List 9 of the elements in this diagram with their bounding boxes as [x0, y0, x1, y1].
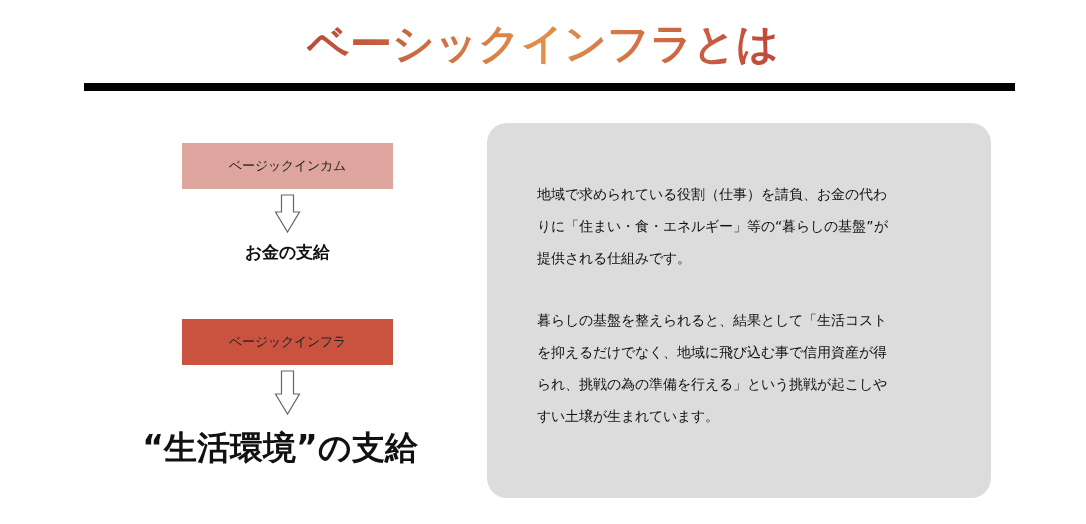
- block-arrow: [274, 194, 301, 234]
- label-box: ベージックインカム: [182, 143, 393, 189]
- result-text: “生活環境”の支給: [110, 424, 450, 472]
- block-arrow: [274, 370, 301, 416]
- paragraph: 地域で求められている役割（仕事）を請負、お金の代わりに「住まい・食・エネルギー」等の“暮らしの基盤”が提供される仕組みです。: [537, 185, 889, 268]
- paragraph: 暮らしの基盤を整えられると、結果として「生活コストを抑えるだけでなく、地域に飛び込む事で信用資産が得られ、挑戦の為の準備を行える」という挑戦が起こしやすい土壌が生まれています。: [537, 311, 888, 426]
- result-text: お金の支給: [187, 238, 387, 266]
- description-panel: [487, 123, 991, 498]
- label-box: ベージックインフラ: [182, 319, 393, 365]
